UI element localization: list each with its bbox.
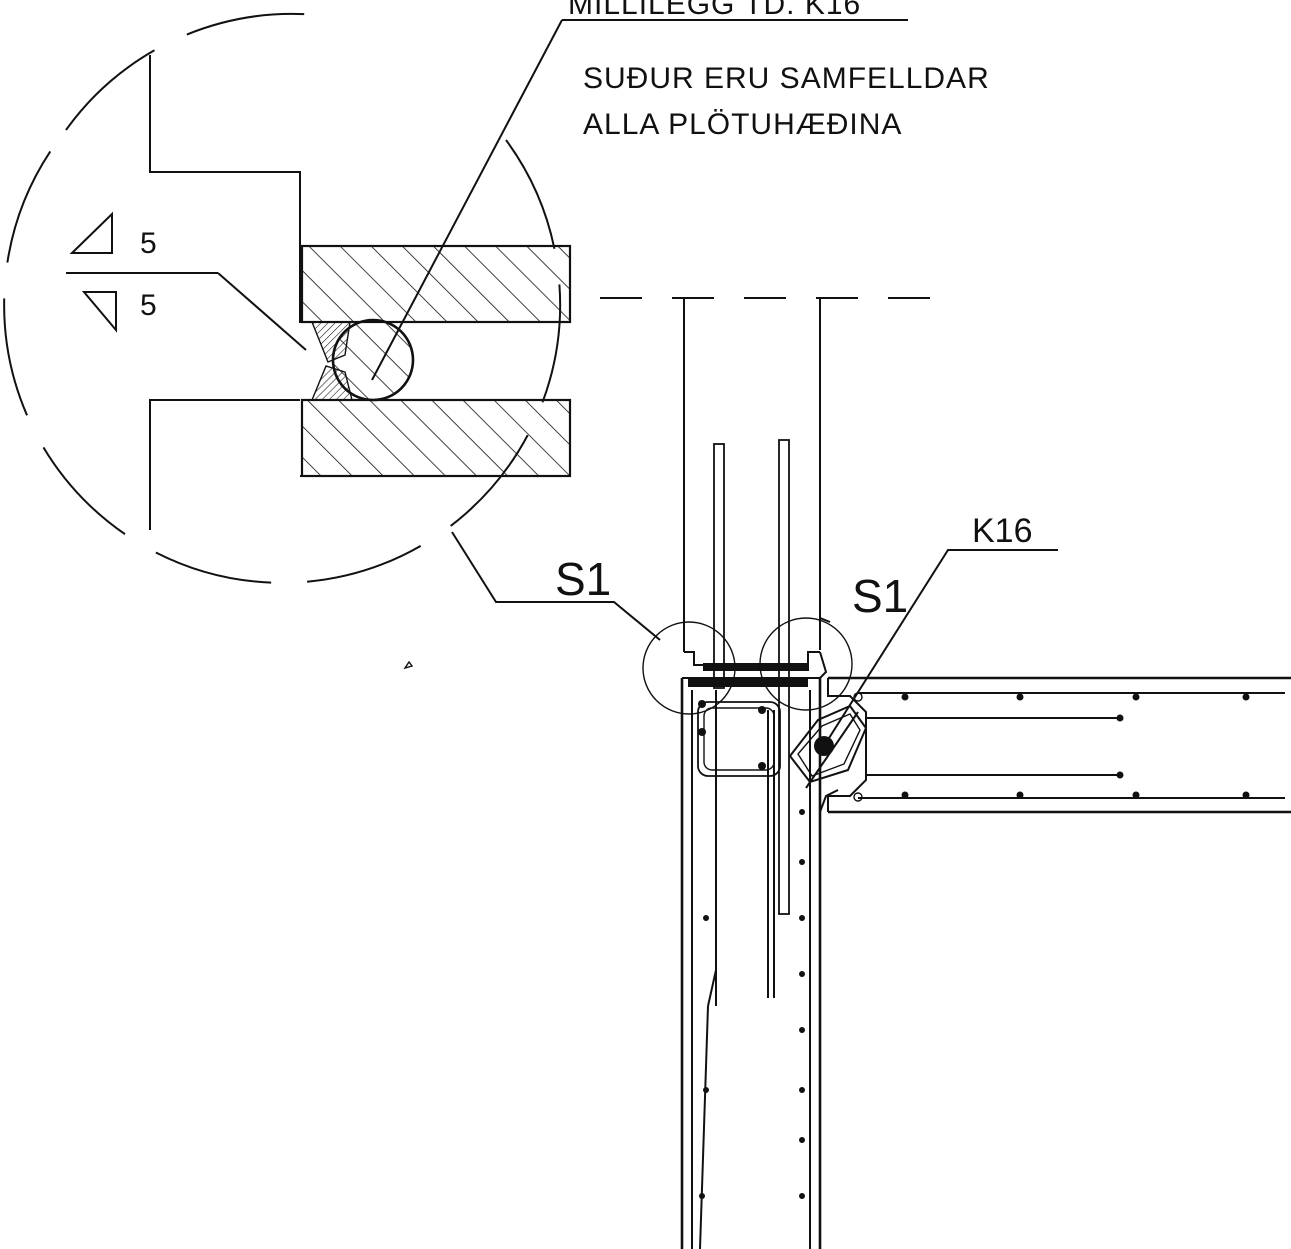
rebar-note-text: MILLILEGG TD. K16 [568,0,861,21]
joint-connection [788,651,868,813]
stray-mark [403,660,414,670]
detail-upper-element [149,55,572,324]
s1-left-circle [642,621,736,715]
weld-note: SUÐUR ERU SAMFELLDAR ALLA PLÖTUHÆÐINA [583,62,990,141]
weld-note-line-2: ALLA PLÖTUHÆÐINA [583,108,902,141]
s1-right-label: S1 [819,570,908,623]
weld-note-line-1: SUÐUR ERU SAMFELLDAR [583,62,990,95]
weld-symbol-upper-icon [69,211,113,254]
weld-size-lower: 5 [140,289,157,322]
weld-symbol: 5 5 [66,211,307,351]
weld-symbol-lower-icon [81,291,117,333]
detail-callout-circle [3,12,562,584]
rebar-note: MILLILEGG TD. K16 [562,0,908,21]
rebar-note-leader [371,19,563,381]
s1-left-text: S1 [555,553,611,605]
detail-lower-element [149,398,572,530]
weld-size-upper: 5 [140,227,157,260]
k16-text: K16 [972,512,1033,550]
weld-leader [217,272,307,351]
s1-right-circle [759,617,853,711]
detail-round-bar [331,318,415,402]
slab-element [827,676,1291,814]
s1-left-label: S1 [451,531,661,641]
k16-label: K16 [823,512,1058,747]
lower-wall-element [680,677,822,1249]
s1-right-text: S1 [852,570,908,622]
